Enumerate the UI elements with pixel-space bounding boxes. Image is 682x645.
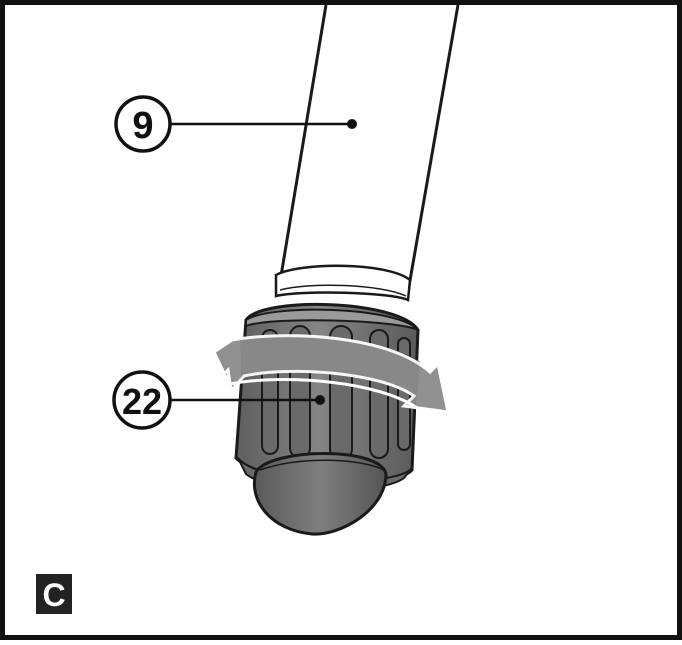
panel-label-text: C [42, 577, 65, 613]
panel-label: C [36, 574, 72, 614]
callout-9: 9 [114, 95, 357, 153]
callout-22-label: 22 [122, 381, 162, 422]
callout-9-label: 9 [132, 105, 153, 147]
rotation-arrow [208, 334, 450, 414]
pole [277, 4, 460, 293]
callout-22: 22 [112, 370, 325, 430]
pole-ring [274, 264, 412, 302]
foot-cap [237, 452, 413, 536]
